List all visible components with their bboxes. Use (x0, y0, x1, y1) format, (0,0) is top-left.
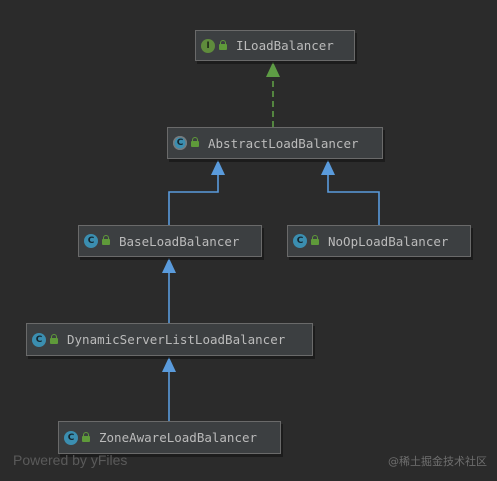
edge-baseloadbalancer-extends-abstractloadbalancer (168, 174, 219, 225)
node-label: ILoadBalancer (236, 38, 334, 53)
yfiles-watermark: Powered by yFiles (13, 452, 128, 468)
public-access-icon (311, 235, 319, 247)
public-access-icon (82, 431, 90, 444)
class-icon: C (293, 234, 307, 248)
arrowhead-extends-abstractloadbalancer-left (211, 160, 225, 175)
node-noploadbalancer[interactable]: C NoOpLoadBalancer (287, 225, 471, 257)
class-icon: C (32, 332, 46, 347)
node-dynamicserverlistloadbalancer[interactable]: C DynamicServerListLoadBalancer (26, 323, 313, 356)
node-label: ZoneAwareLoadBalancer (99, 430, 258, 445)
node-label: NoOpLoadBalancer (328, 233, 449, 249)
node-label: DynamicServerListLoadBalancer (67, 332, 286, 347)
public-access-icon (219, 39, 227, 52)
node-zoneawareloadbalancer[interactable]: C ZoneAwareLoadBalancer (58, 421, 281, 454)
node-label: BaseLoadBalancer (119, 233, 240, 249)
abstract-class-icon: C (173, 136, 187, 150)
node-baseloadbalancer[interactable]: C BaseLoadBalancer (78, 225, 262, 257)
arrowhead-extends-dynamicserverlistloadbalancer (162, 357, 176, 372)
interface-icon: I (201, 38, 215, 53)
public-access-icon (102, 235, 110, 247)
public-access-icon (50, 333, 58, 346)
source-watermark: @稀土掘金技术社区 (388, 455, 487, 468)
node-abstractloadbalancer[interactable]: C AbstractLoadBalancer (167, 127, 383, 159)
class-icon: C (64, 430, 78, 445)
arrowhead-extends-baseloadbalancer (162, 258, 176, 273)
arrowhead-implements-iloadbalancer (266, 62, 280, 77)
edge-noploadbalancer-extends-abstractloadbalancer (327, 174, 380, 225)
node-label: AbstractLoadBalancer (208, 135, 359, 151)
public-access-icon (191, 137, 199, 149)
arrowhead-extends-abstractloadbalancer-right (321, 160, 335, 175)
class-icon: C (84, 234, 98, 248)
node-iloadbalancer[interactable]: I ILoadBalancer (195, 30, 355, 61)
